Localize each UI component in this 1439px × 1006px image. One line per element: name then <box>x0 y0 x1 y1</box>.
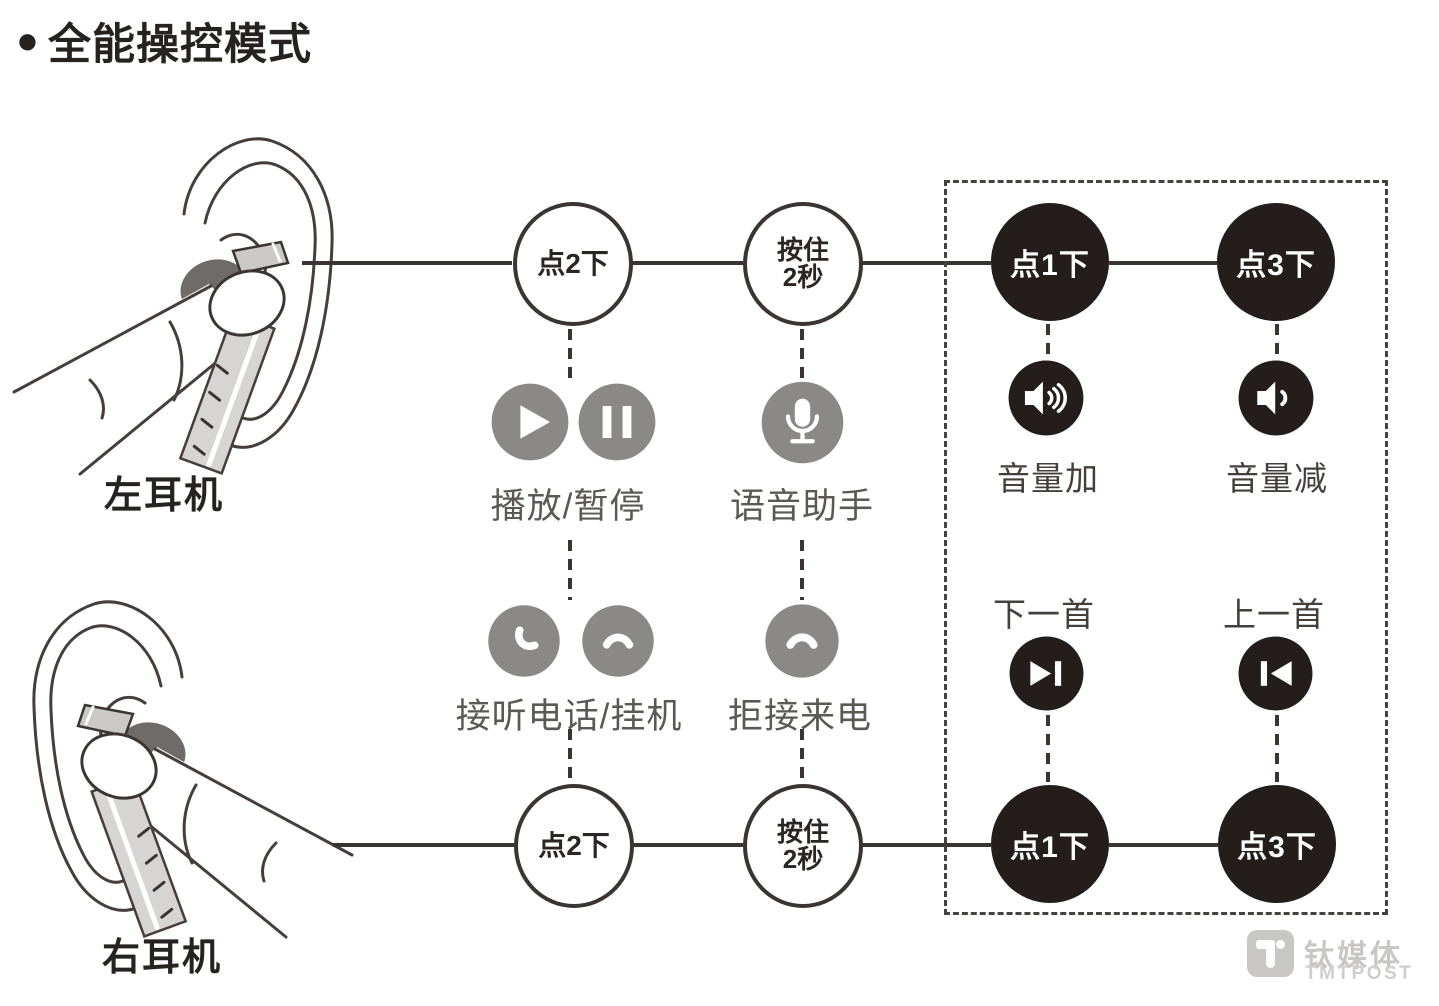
action-label-next-track: 下一首 <box>993 596 1095 633</box>
gesture-label: 按住 <box>776 234 829 265</box>
gesture-node-tap1-top: 点1下 <box>991 203 1109 321</box>
dashed-connector <box>800 729 804 783</box>
dashed-connector <box>1046 324 1050 357</box>
action-label-answer-hangup: 接听电话/挂机 <box>455 697 683 736</box>
watermark-text-en: TMTPOST <box>1305 963 1414 984</box>
phone-hangup-icon <box>582 605 654 677</box>
connector-line <box>633 843 743 847</box>
volume-down-icon <box>1238 360 1314 436</box>
gesture-label: 点1下 <box>1010 249 1090 282</box>
volume-up-icon <box>1008 360 1084 436</box>
connector-line <box>862 261 991 265</box>
microphone-icon <box>761 381 844 464</box>
action-label-reject: 拒接来电 <box>727 697 873 736</box>
gesture-node-hold-bottom: 按住 2秒 <box>743 784 863 908</box>
ear-label-right: 右耳机 <box>102 937 223 979</box>
ear-illustration-left <box>8 122 354 494</box>
ear-label-left: 左耳机 <box>104 475 225 517</box>
dashed-connector <box>568 329 572 379</box>
phone-answer-icon <box>488 605 560 677</box>
phone-reject-icon <box>765 604 839 678</box>
action-label-prev-track: 上一首 <box>1223 596 1325 633</box>
action-label-volume-up: 音量加 <box>997 460 1099 497</box>
gesture-node-tap3-bottom: 点3下 <box>1218 785 1336 903</box>
ear-illustration-right <box>6 584 362 959</box>
dashed-connector <box>1046 715 1050 782</box>
mode-box <box>944 180 1388 915</box>
tmtpost-logo-icon <box>1247 930 1294 977</box>
pause-icon <box>578 383 656 461</box>
page-title-text: 全能操控模式 <box>47 21 312 69</box>
action-label-volume-down: 音量减 <box>1226 460 1328 497</box>
gesture-node-tap2-bottom: 点2下 <box>514 784 634 908</box>
action-label-play-pause: 播放/暂停 <box>490 487 646 526</box>
skip-next-icon <box>1009 636 1084 711</box>
dashed-connector <box>800 329 804 379</box>
connector-line <box>302 261 512 265</box>
dashed-connector <box>1275 324 1279 357</box>
watermark-text-cn: 钛媒体 <box>1304 940 1403 973</box>
play-icon <box>491 383 569 461</box>
gesture-label: 点3下 <box>1237 831 1317 864</box>
dashed-connector <box>800 540 804 600</box>
connector-line <box>1109 261 1217 265</box>
gesture-label: 2秒 <box>782 262 824 292</box>
skip-previous-icon <box>1238 636 1313 711</box>
gesture-node-tap3-top: 点3下 <box>1217 203 1335 321</box>
connector-line <box>862 843 991 847</box>
action-label-voice: 语音助手 <box>729 487 875 526</box>
connector-line <box>1109 843 1218 847</box>
bullet-icon: ● <box>16 20 40 62</box>
dashed-connector <box>568 729 572 783</box>
gesture-label: 点2下 <box>538 830 610 862</box>
gesture-label: 点1下 <box>1010 831 1090 864</box>
gesture-label: 2秒 <box>782 844 824 874</box>
gesture-node-hold-top: 按住 2秒 <box>743 202 863 326</box>
gesture-label: 点3下 <box>1236 249 1316 282</box>
gesture-node-tap2-top: 点2下 <box>513 202 633 326</box>
connector-line <box>632 261 743 265</box>
page-title: ● 全能操控模式 <box>16 10 312 72</box>
gesture-label: 点2下 <box>537 248 609 280</box>
connector-line <box>333 843 514 847</box>
dashed-connector <box>568 540 572 600</box>
gesture-label: 按住 <box>776 816 829 847</box>
gesture-node-tap1-bottom: 点1下 <box>991 785 1109 903</box>
dashed-connector <box>1275 715 1279 782</box>
